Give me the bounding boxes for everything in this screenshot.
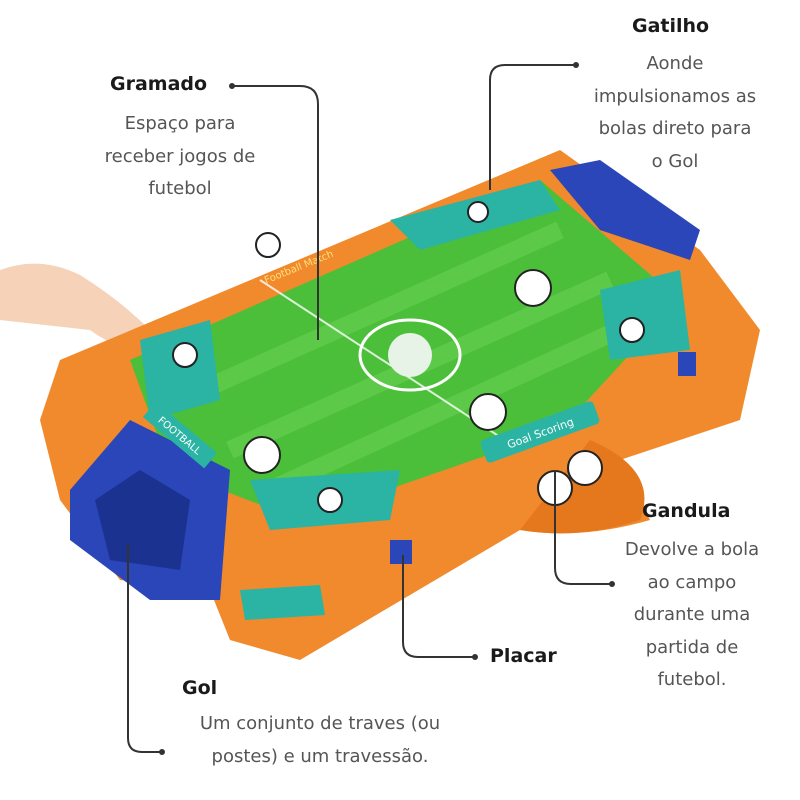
text-line: postes) e um travessão. bbox=[211, 745, 429, 767]
text-line: Aonde bbox=[646, 53, 704, 74]
center-circle bbox=[358, 318, 462, 392]
gramado-title: Gramado bbox=[110, 73, 208, 95]
gatilho-title: Gatilho bbox=[632, 15, 710, 37]
gol-description: Um conjunto de traves (ou postes) e um t… bbox=[170, 708, 470, 773]
text-line: futebol. bbox=[657, 669, 727, 690]
text-line: impulsionamos as bbox=[593, 85, 757, 107]
text-line: bolas direto para bbox=[598, 118, 752, 139]
placar-title: Placar bbox=[490, 645, 557, 667]
text-line: receber jogos de bbox=[104, 145, 256, 167]
goal-right bbox=[550, 160, 700, 260]
text-line: o Gol bbox=[651, 150, 699, 172]
text-line: Um conjunto de traves (ou bbox=[199, 713, 441, 734]
text-line: durante uma bbox=[633, 604, 751, 625]
text-line: Devolve a bola bbox=[624, 539, 760, 560]
gatilho-description: Aonde impulsionamos as bolas direto para… bbox=[575, 48, 775, 178]
gol-title: Gol bbox=[182, 677, 218, 699]
text-line: partida de bbox=[645, 636, 739, 658]
hand bbox=[0, 263, 152, 355]
leader-lines bbox=[127, 64, 612, 753]
gramado-description: Espaço para receber jogos de futebol bbox=[80, 108, 280, 206]
gandula-description: Devolve a bola ao campo durante uma part… bbox=[602, 534, 782, 697]
text-line: futebol bbox=[148, 178, 212, 199]
gandula-title: Gandula bbox=[642, 500, 731, 522]
text-line: ao campo bbox=[647, 571, 737, 593]
text-line: Espaço para bbox=[124, 113, 236, 134]
scoreboard bbox=[390, 540, 412, 564]
